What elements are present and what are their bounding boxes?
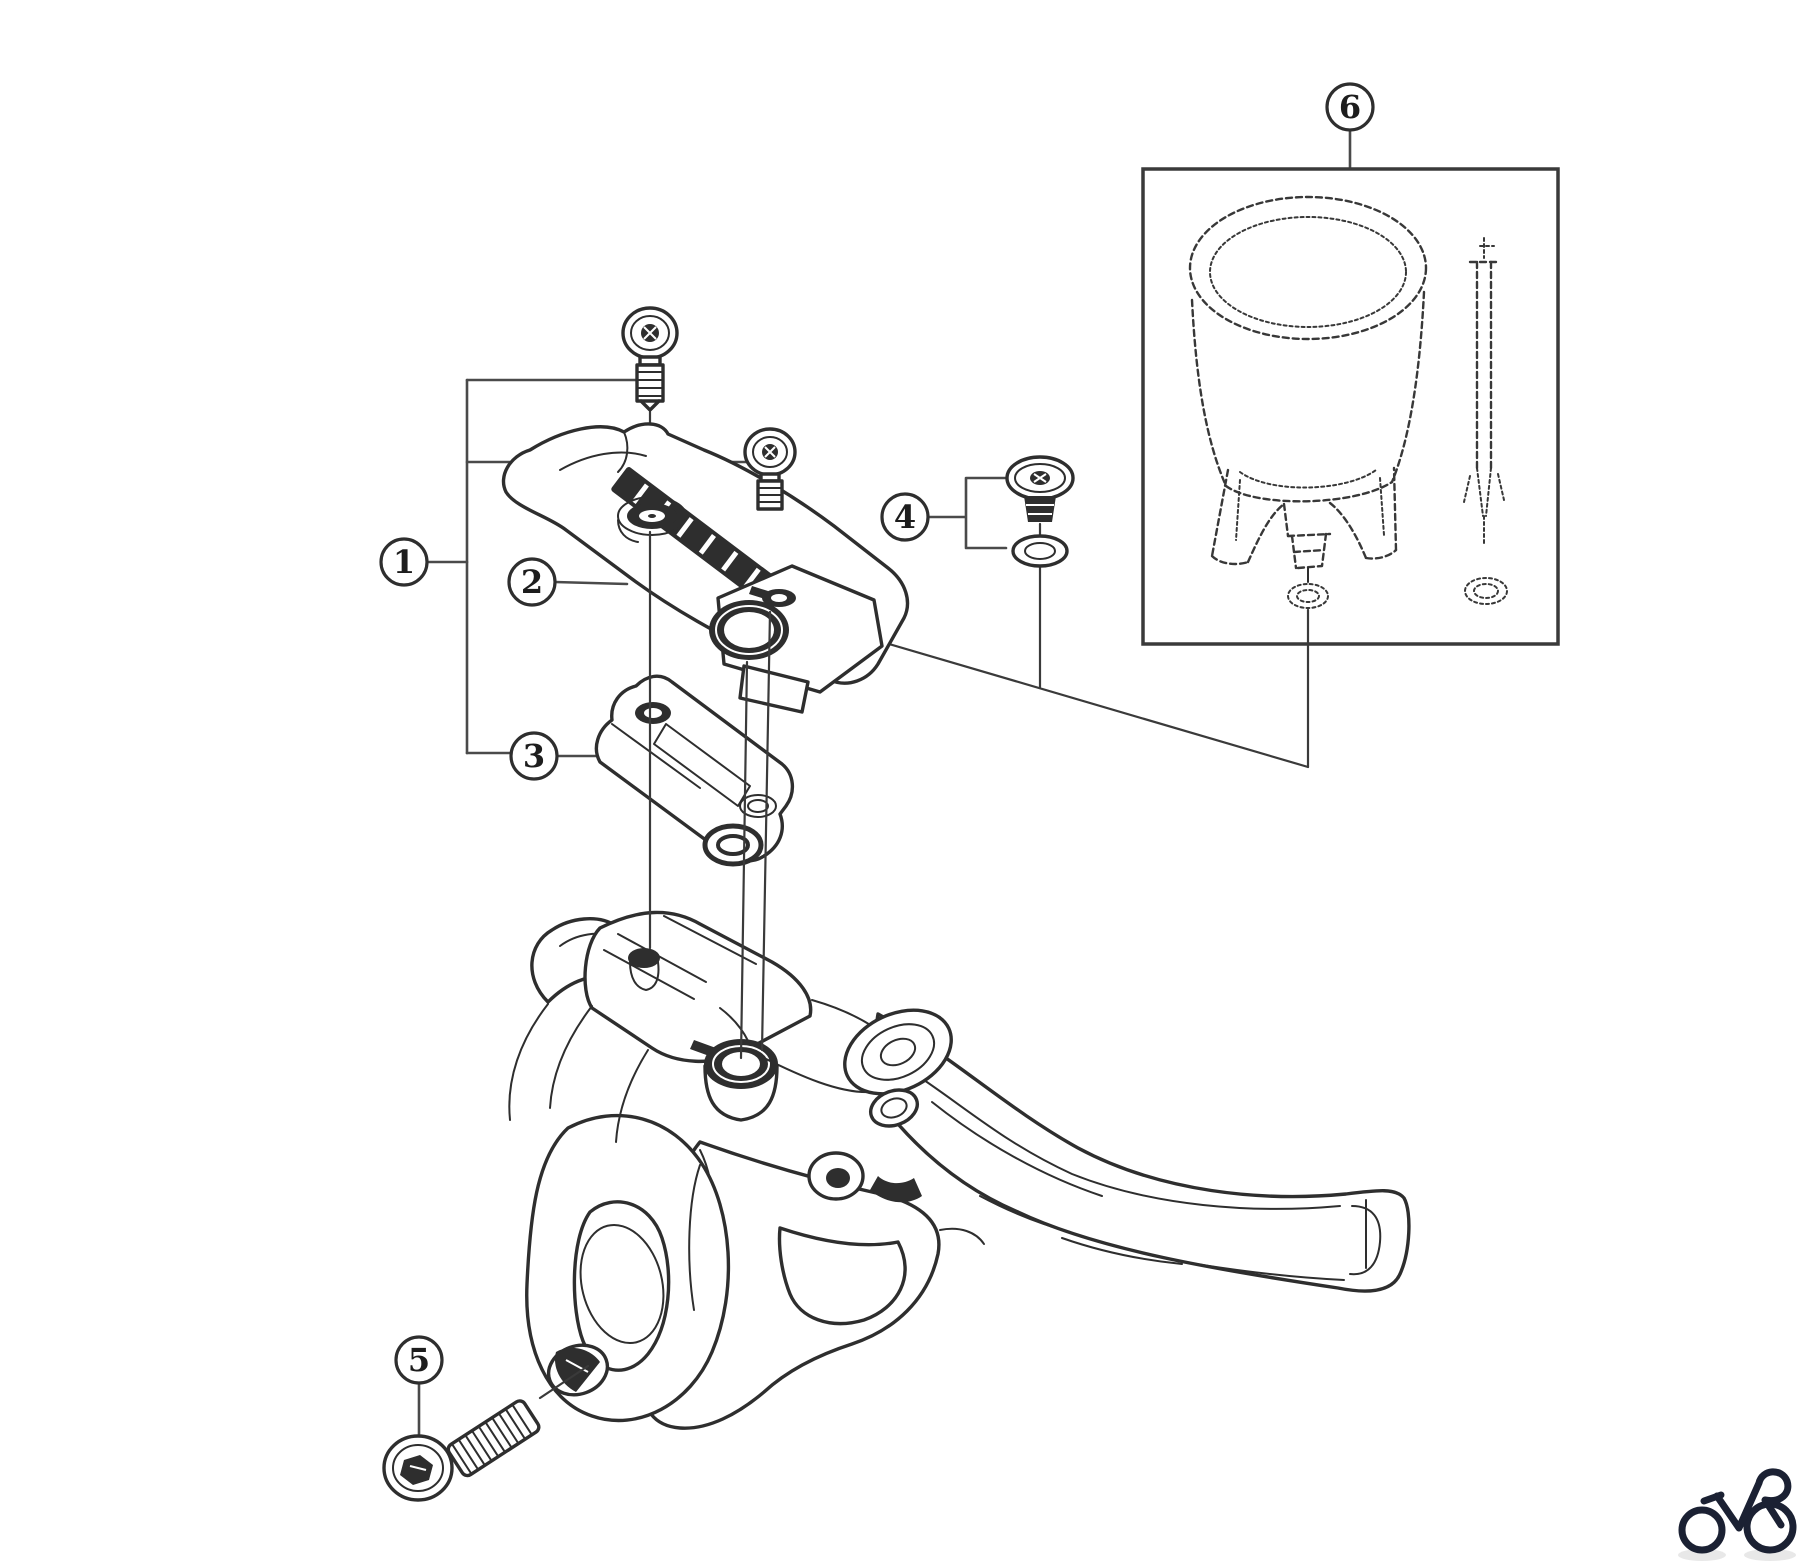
callout-3: 3 [509, 731, 559, 781]
clamp-bracket-part [594, 674, 794, 863]
inset-box [1141, 167, 1560, 646]
callout-2: 2 [507, 557, 557, 607]
bleed-funnel [1188, 195, 1428, 583]
cylinder-boss [703, 1039, 779, 1122]
o-ring [702, 823, 764, 867]
bicycle-logo [1678, 1468, 1797, 1561]
clamp-bolt [382, 1364, 590, 1502]
lever-body [508, 530, 1411, 1430]
lever-blade [873, 1012, 1411, 1293]
body-deck [508, 910, 813, 1143]
callout-1: 1 [379, 537, 429, 587]
stick-o-ring [1464, 577, 1508, 605]
funnel-washer [1287, 583, 1329, 609]
svg-text:3: 3 [523, 737, 545, 775]
pivot-cluster [759, 999, 953, 1203]
svg-text:1: 1 [393, 543, 415, 581]
lid-part [501, 422, 910, 714]
svg-text:6: 6 [1339, 88, 1361, 126]
svg-text:2: 2 [521, 563, 543, 601]
funnel-spacer-stick [1463, 237, 1505, 547]
callout-5: 5 [394, 1335, 444, 1385]
fixing-screw-top [621, 306, 679, 412]
svg-text:4: 4 [894, 498, 916, 536]
svg-text:5: 5 [408, 1341, 430, 1379]
bleed-screw [1005, 455, 1075, 522]
callout-4: 4 [880, 492, 930, 542]
bleed-screw-washer [1011, 534, 1069, 568]
fixing-screw-second [743, 427, 797, 511]
callout-6: 6 [1325, 82, 1375, 132]
handlebar-clamp-ring [525, 1113, 731, 1423]
